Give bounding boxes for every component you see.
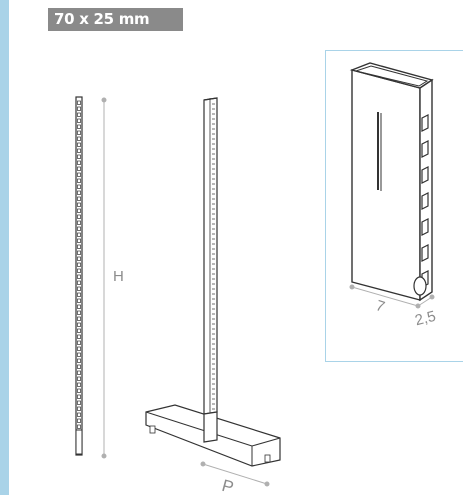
single-upright-drawing — [75, 96, 83, 456]
detail-dimension-lines — [349, 284, 435, 309]
upright-slots — [77, 100, 81, 429]
profile-detail-drawing — [349, 62, 434, 302]
t-base-upright-drawing — [145, 97, 281, 467]
height-label: H — [113, 268, 124, 285]
depth-dimension-line — [200, 461, 270, 487]
profile-size-badge: 70 x 25 mm — [48, 8, 183, 31]
profile-detail-frame — [325, 50, 463, 362]
accent-side-bar — [0, 0, 9, 495]
height-dimension-line — [101, 97, 107, 459]
